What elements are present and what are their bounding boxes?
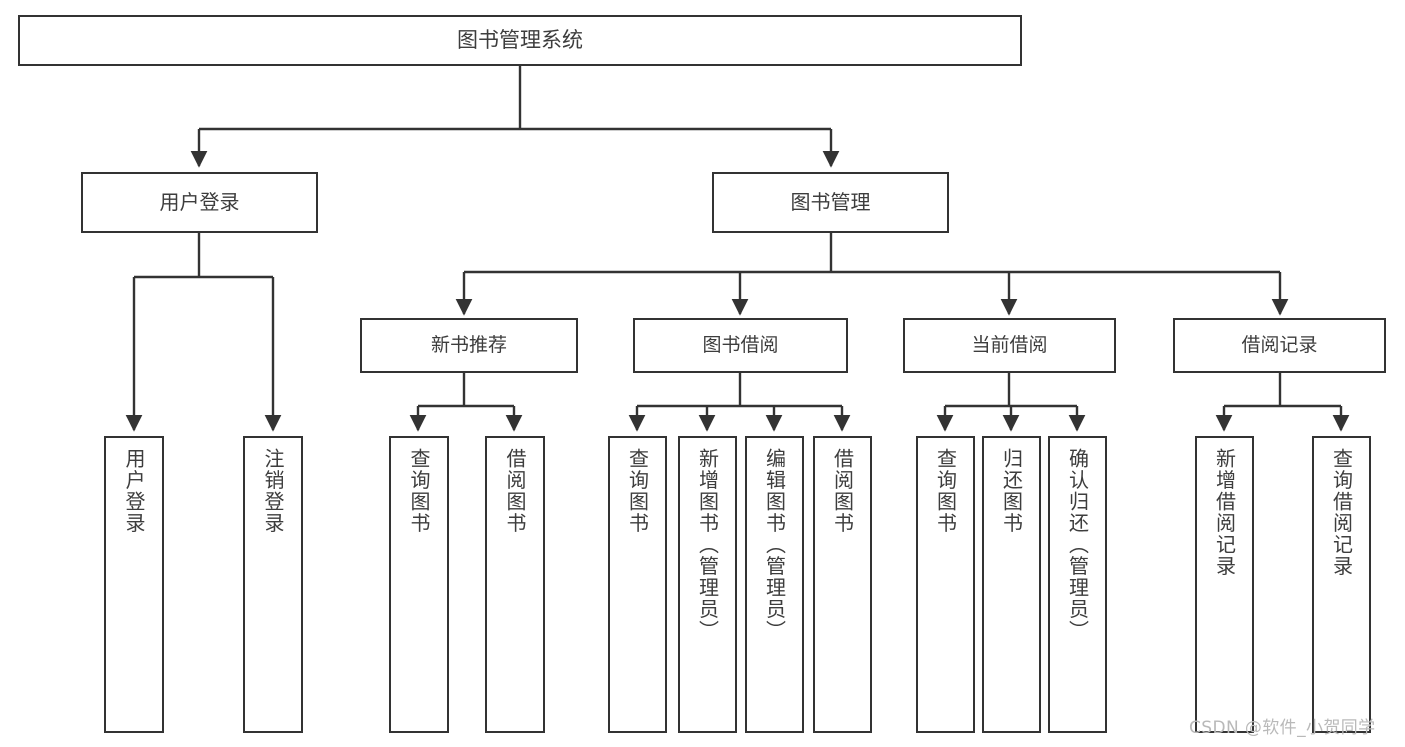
node-leaf-query-record[interactable]: 查询借阅记录 (1312, 436, 1371, 733)
node-book-borrow[interactable]: 图书借阅 (633, 318, 848, 373)
node-leaf-query-book-2[interactable]: 查询图书 (608, 436, 667, 733)
node-borrow-record-label: 借阅记录 (1241, 333, 1318, 356)
node-book-manage-label: 图书管理 (790, 190, 871, 215)
node-leaf-add-record-label: 新增借阅记录 (1212, 448, 1237, 577)
node-leaf-edit-book[interactable]: 编辑图书（管理员） (745, 436, 804, 733)
node-root-label: 图书管理系统 (457, 27, 583, 52)
node-leaf-add-record[interactable]: 新增借阅记录 (1195, 436, 1254, 733)
node-leaf-confirm-return-label: 确认归还（管理员） (1065, 448, 1090, 642)
node-leaf-borrow-book-1[interactable]: 借阅图书 (485, 436, 545, 733)
node-leaf-query-book-3-label: 查询图书 (933, 448, 958, 534)
node-leaf-query-book-1-label: 查询图书 (407, 448, 431, 534)
node-leaf-borrow-book-2-label: 借阅图书 (830, 448, 855, 534)
node-leaf-query-record-label: 查询借阅记录 (1329, 448, 1354, 577)
node-new-book-rec[interactable]: 新书推荐 (360, 318, 578, 373)
node-leaf-query-book-1[interactable]: 查询图书 (389, 436, 449, 733)
node-leaf-add-book-label: 新增图书（管理员） (695, 448, 720, 642)
node-leaf-confirm-return[interactable]: 确认归还（管理员） (1048, 436, 1107, 733)
node-new-book-rec-label: 新书推荐 (430, 333, 507, 356)
node-user-login-label: 用户登录 (159, 190, 240, 215)
node-book-manage[interactable]: 图书管理 (712, 172, 949, 233)
node-borrow-record[interactable]: 借阅记录 (1173, 318, 1386, 373)
node-leaf-query-book-2-label: 查询图书 (625, 448, 650, 534)
node-current-borrow[interactable]: 当前借阅 (903, 318, 1116, 373)
node-current-borrow-label: 当前借阅 (971, 333, 1048, 356)
node-leaf-user-login-label: 用户登录 (122, 448, 146, 534)
node-book-borrow-label: 图书借阅 (702, 333, 779, 356)
node-root[interactable]: 图书管理系统 (18, 15, 1022, 66)
watermark-text: CSDN @软件_小贺同学 (1189, 718, 1376, 738)
node-leaf-return-book[interactable]: 归还图书 (982, 436, 1041, 733)
node-leaf-user-login[interactable]: 用户登录 (104, 436, 164, 733)
node-user-login[interactable]: 用户登录 (81, 172, 318, 233)
node-leaf-edit-book-label: 编辑图书（管理员） (762, 448, 787, 642)
node-leaf-logout[interactable]: 注销登录 (243, 436, 303, 733)
node-leaf-borrow-book-2[interactable]: 借阅图书 (813, 436, 872, 733)
node-leaf-return-book-label: 归还图书 (999, 448, 1024, 534)
node-leaf-query-book-3[interactable]: 查询图书 (916, 436, 975, 733)
node-leaf-add-book[interactable]: 新增图书（管理员） (678, 436, 737, 733)
node-leaf-borrow-book-1-label: 借阅图书 (503, 448, 527, 534)
node-leaf-logout-label: 注销登录 (261, 448, 285, 534)
